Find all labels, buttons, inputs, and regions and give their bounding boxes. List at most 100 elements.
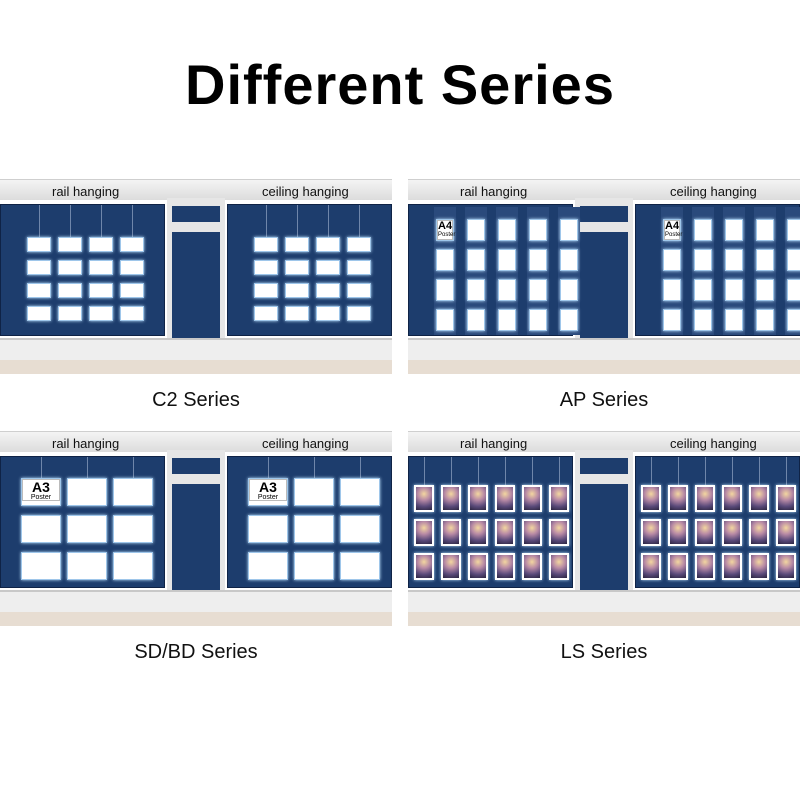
panel-ls-series: rail hanging ceiling hanging LS Series: [408, 428, 800, 678]
light-box-pocket: [113, 515, 153, 543]
rail-hanging-wire: [70, 205, 71, 239]
photo-light-box: [641, 519, 661, 546]
light-box-pocket: [254, 260, 278, 275]
fascia: rail hanging ceiling hanging: [408, 431, 800, 452]
light-box-pocket: [294, 552, 334, 580]
light-box-pocket: [89, 283, 113, 298]
rail-hanging-label: rail hanging: [52, 184, 120, 199]
light-box-pocket: [27, 283, 51, 298]
ceiling-hanging-wire: [786, 457, 787, 487]
light-box-pocket: [27, 260, 51, 275]
photo-light-box: [522, 519, 542, 546]
light-box-pocket: [120, 306, 144, 321]
photo-light-box: [776, 485, 796, 512]
light-box-pocket: [467, 219, 485, 241]
light-box-pocket: [294, 515, 334, 543]
ceiling-hanging-wire: [268, 457, 269, 480]
photo-light-box: [722, 519, 742, 546]
rail-hanging-wire: [101, 205, 102, 239]
light-box-pocket: [498, 249, 516, 271]
light-box-pocket: [340, 478, 380, 506]
shop-base: [408, 590, 800, 614]
shop-front: rail hanging ceiling hanging: [408, 428, 800, 628]
series-caption: AP Series: [559, 389, 649, 411]
rail-hanging-label: rail hanging: [52, 436, 120, 451]
ceiling-hanging-label: ceiling hanging: [670, 436, 757, 451]
photo-light-box: [749, 519, 769, 546]
photo-light-box: [695, 519, 715, 546]
light-box-pocket: [120, 237, 144, 252]
light-box-pocket: [113, 552, 153, 580]
light-box-pocket: [436, 309, 454, 331]
ceiling-hanging-wire: [359, 205, 360, 239]
ceiling-hanging-wire: [759, 457, 760, 487]
photo-light-box: [441, 519, 461, 546]
light-box-pocket: [436, 279, 454, 301]
shop-base: [0, 590, 392, 614]
light-box-pocket: [347, 237, 371, 252]
photo-light-box: [722, 553, 742, 580]
light-box-pocket: [560, 249, 578, 271]
rail-hanging-wire: [133, 457, 134, 480]
light-box-pocket: [347, 306, 371, 321]
light-box-pocket: [294, 478, 334, 506]
light-box-pocket: [248, 552, 288, 580]
light-box-pocket: [120, 283, 144, 298]
photo-light-box: [441, 553, 461, 580]
rail-hanging-wire: [559, 457, 560, 487]
light-box-pocket: [254, 237, 278, 252]
rail-hanging-label: rail hanging: [460, 184, 528, 199]
light-box-pocket: [498, 279, 516, 301]
light-box-pocket: [316, 237, 340, 252]
series-caption: LS Series: [560, 641, 648, 663]
light-box-pocket: [694, 279, 712, 301]
light-box-pocket: [756, 249, 774, 271]
photo-light-box: [549, 553, 569, 580]
light-box-pocket: [694, 219, 712, 241]
ceiling-hanging-wire: [705, 457, 706, 487]
pavement: [408, 612, 800, 626]
light-box-pocket: [316, 283, 340, 298]
photo-light-box: [414, 519, 434, 546]
rail-hanging-wire: [132, 205, 133, 239]
light-box-pocket: [694, 249, 712, 271]
rail-hanging-wire: [87, 457, 88, 480]
photo-light-box: [414, 553, 434, 580]
ceiling-hanging-wire: [678, 457, 679, 487]
left-window: [0, 204, 165, 336]
poster-size: A3: [259, 479, 277, 495]
ceiling-hanging-label: ceiling hanging: [670, 184, 757, 199]
light-box-pocket: [725, 279, 743, 301]
rail-hanging-wire: [505, 457, 506, 487]
photo-light-box: [641, 553, 661, 580]
pavement: [0, 612, 392, 626]
photo-light-box: [641, 485, 661, 512]
pavement: [0, 360, 392, 374]
light-box-pocket: [498, 309, 516, 331]
ceiling-hanging-wire: [328, 205, 329, 239]
light-box-pocket: [787, 249, 800, 271]
light-box-pocket: [58, 260, 82, 275]
light-box-pocket: [67, 515, 107, 543]
photo-light-box: [414, 485, 434, 512]
light-box-pocket: [113, 478, 153, 506]
light-box-pocket: [285, 260, 309, 275]
light-box-pocket: [316, 260, 340, 275]
photo-light-box: [468, 485, 488, 512]
series-caption: C2 Series: [152, 389, 240, 411]
rail-hanging-wire: [532, 457, 533, 487]
light-box-pocket: [254, 283, 278, 298]
ceiling-hanging-wire: [266, 205, 267, 239]
poster-size: A4: [665, 220, 680, 232]
photo-light-box: [668, 519, 688, 546]
ceiling-hanging-label: ceiling hanging: [262, 436, 349, 451]
light-box-pocket: [27, 306, 51, 321]
light-box-pocket: [89, 306, 113, 321]
